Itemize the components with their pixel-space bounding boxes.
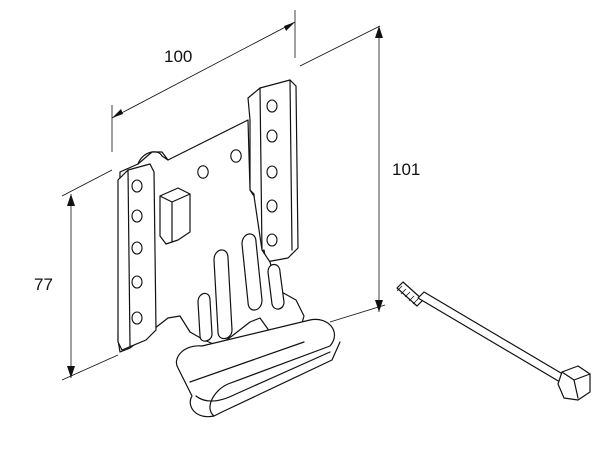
dimension-width-label: 100	[164, 47, 192, 66]
bolt	[396, 281, 591, 401]
dimension-width: 100	[111, 10, 296, 152]
dimension-height-total: 101	[299, 25, 420, 323]
bracket	[117, 79, 341, 418]
dimension-height-side-label: 77	[34, 275, 53, 294]
dimension-height-side: 77	[34, 169, 119, 381]
dimension-height-total-label: 101	[392, 160, 420, 179]
